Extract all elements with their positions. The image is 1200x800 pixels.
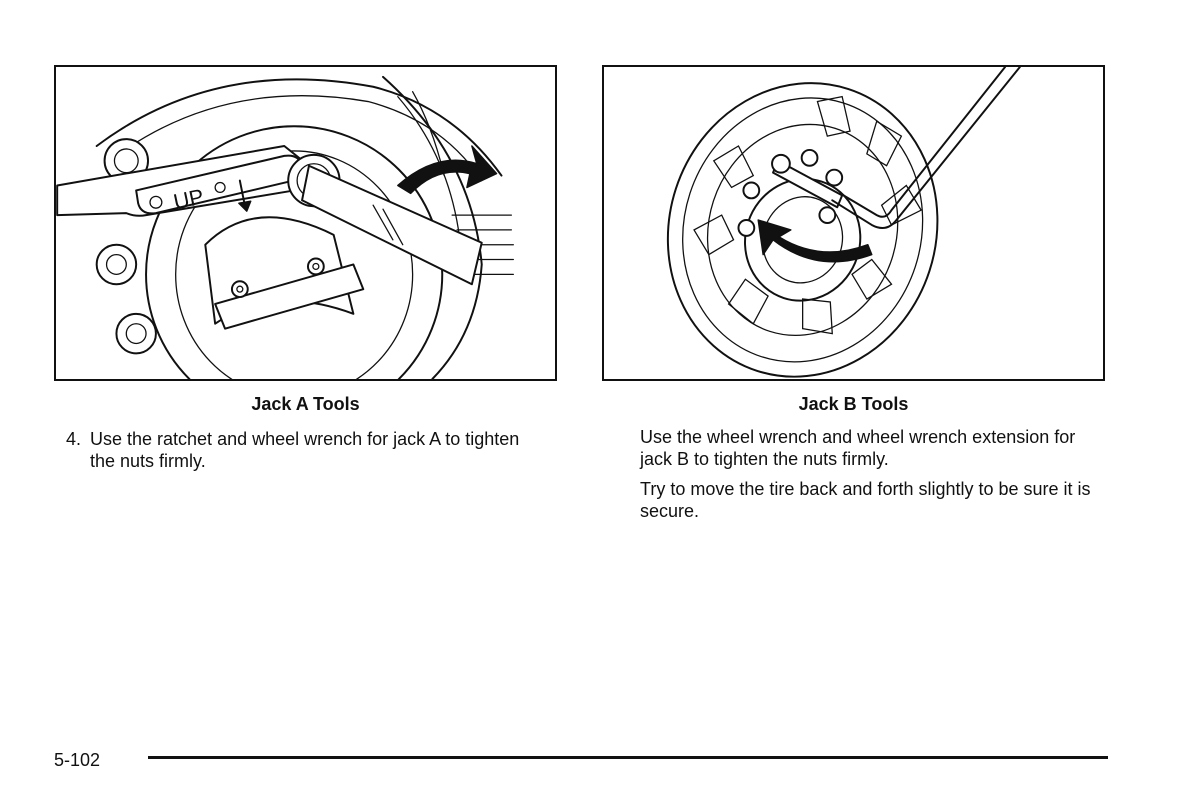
jack-b-illustration (602, 65, 1105, 381)
step-text: Use the ratchet and wheel wrench for jac… (90, 429, 520, 471)
lug-nut (737, 219, 756, 237)
lug-nut (800, 148, 819, 167)
lug-nut (825, 168, 844, 187)
jack-a-illustration: UP (54, 65, 557, 381)
page-number: 5-102 (54, 750, 101, 770)
lug-nut (95, 243, 138, 286)
figure-caption-jack-a: Jack A Tools (251, 394, 360, 414)
step-4: 4. Use the ratchet and wheel wrench for … (66, 428, 536, 472)
lug-nut (818, 206, 837, 224)
step-number: 4. (66, 429, 82, 449)
footer-rule (148, 756, 1108, 759)
tire-check-paragraph: Try to move the tire back and forth slig… (640, 479, 1091, 521)
lug-nut (115, 312, 157, 355)
lug-nut (742, 181, 761, 200)
jack-b-instruction-paragraph: Use the wheel wrench and wheel wrench ex… (640, 427, 1076, 469)
up-marking: UP (171, 184, 206, 215)
figure-caption-jack-b: Jack B Tools (798, 394, 909, 414)
